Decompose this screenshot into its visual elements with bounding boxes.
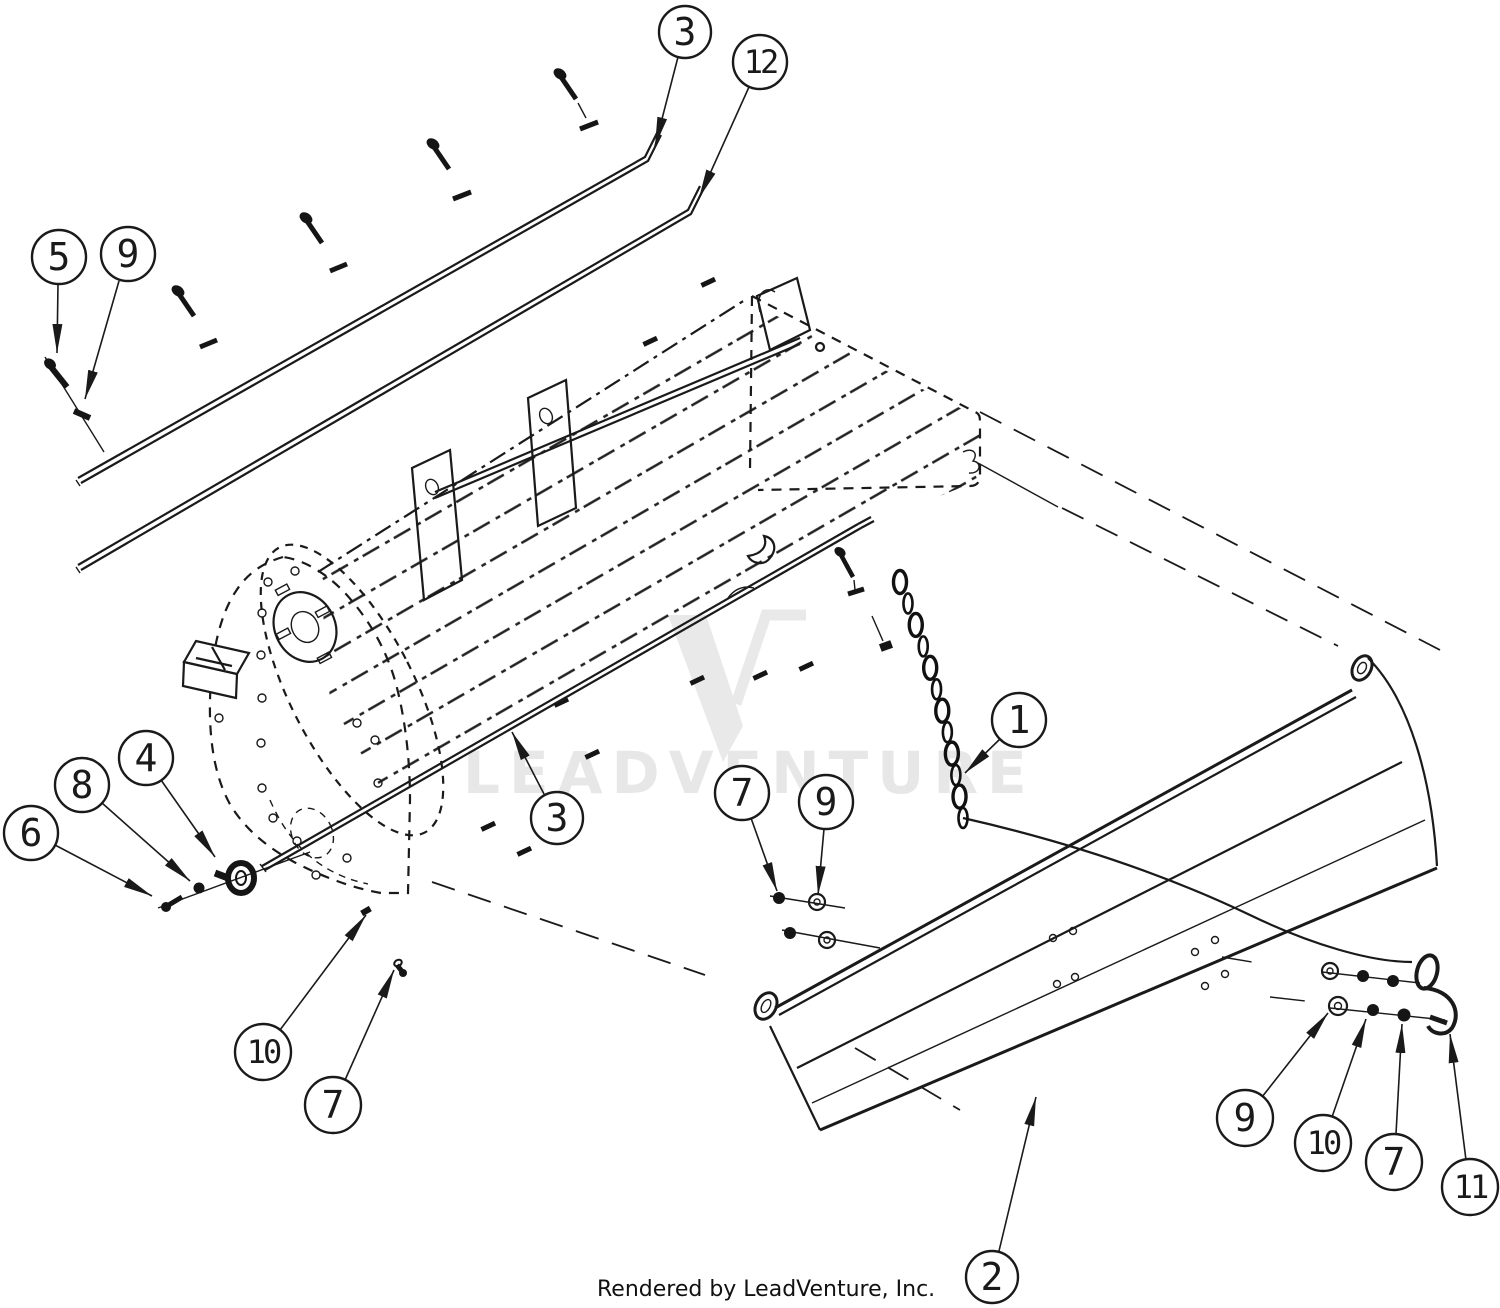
clevis-pin-and-washer	[44, 356, 105, 453]
chain	[891, 568, 969, 830]
chain-link	[943, 740, 961, 767]
chain-link	[891, 568, 909, 596]
balloon-3-mid[interactable]	[529, 790, 585, 846]
chain-link	[934, 697, 951, 724]
chain-link	[917, 635, 930, 658]
balloon-11[interactable]	[1440, 1157, 1500, 1217]
right-side-plate	[748, 295, 982, 492]
balloon-7-left[interactable]	[303, 1075, 363, 1135]
leadventure-v-logo	[668, 615, 743, 762]
balloon-2-label[interactable]: 2	[981, 1255, 1004, 1299]
balloon-12-label[interactable]: 12	[744, 43, 780, 81]
balloon-9-right-label[interactable]: 9	[1234, 1096, 1257, 1140]
chain-link	[930, 677, 943, 701]
channel-braces	[410, 276, 812, 602]
callout-leader-8	[101, 802, 191, 882]
chain-link	[921, 654, 939, 682]
balloon-7-left-label[interactable]: 7	[322, 1083, 345, 1127]
balloon-9-mid[interactable]	[797, 773, 855, 831]
balloon-6[interactable]	[2, 804, 60, 862]
shield-fastener-rows	[1221, 956, 1446, 1022]
left-side-plate	[208, 555, 412, 895]
callout-leader-3	[511, 731, 545, 795]
plate-clip	[962, 449, 980, 474]
callout-leader-12	[698, 86, 750, 199]
chain-link	[957, 806, 969, 830]
callout-leader-11	[1448, 1033, 1467, 1161]
reel-hub	[272, 583, 338, 665]
balloon-2[interactable]	[964, 1249, 1020, 1305]
balloon-3-mid-label[interactable]: 3	[546, 796, 569, 840]
balloon-6-label[interactable]: 6	[20, 811, 43, 855]
balloon-3-top[interactable]	[657, 4, 713, 60]
balloon-10-right[interactable]	[1293, 1113, 1353, 1173]
balloon-1[interactable]	[990, 691, 1048, 749]
balloon-7-mid-label[interactable]: 7	[731, 771, 754, 815]
callout-leader-7	[1395, 1023, 1406, 1135]
support-rod	[962, 816, 1413, 964]
balloon-5[interactable]	[30, 228, 88, 286]
alignment-lines	[431, 411, 1441, 1111]
balloon-4[interactable]	[117, 729, 175, 787]
balloon-8-label[interactable]: 8	[71, 763, 94, 807]
blade-screw-and-nut	[834, 546, 894, 652]
chain-link	[951, 783, 968, 810]
callout-leader-7	[344, 969, 395, 1081]
reel-drum-hatch	[320, 300, 980, 800]
balloon-10-left[interactable]	[233, 1022, 293, 1082]
chain-link	[907, 611, 924, 639]
callout-leader-10	[279, 914, 367, 1031]
balloon-9-right[interactable]	[1215, 1088, 1275, 1148]
flat-washer	[193, 882, 205, 894]
reel-assembly	[181, 276, 1059, 895]
mid-fastener-rows	[769, 892, 881, 950]
callout-leader-2	[998, 1096, 1037, 1252]
balloon-9-top-label[interactable]: 9	[117, 232, 140, 276]
balloon-12[interactable]	[731, 33, 789, 91]
callout-leader-1	[964, 738, 1001, 774]
chain-link	[902, 592, 914, 615]
callout-leader-10	[1331, 1018, 1367, 1118]
callout-leader-9	[815, 828, 826, 896]
shield-tube-ends	[753, 654, 1374, 1021]
gearbox-bracket	[181, 639, 251, 700]
balloon-3-top-label[interactable]: 3	[674, 10, 697, 54]
balloon-4-label[interactable]: 4	[135, 736, 158, 780]
balloon-10-right-label[interactable]: 10	[1307, 1124, 1344, 1162]
balloon-5-label[interactable]: 5	[48, 235, 71, 279]
plate-holes	[214, 566, 383, 880]
callout-leader-3	[654, 56, 679, 147]
balloon-9-mid-label[interactable]: 9	[815, 780, 838, 824]
balloon-7-right-label[interactable]: 7	[1383, 1140, 1406, 1184]
left-hardware	[157, 851, 407, 977]
callout-leader-5	[52, 283, 63, 354]
j-hook	[1414, 953, 1458, 1036]
balloon-1-label[interactable]: 1	[1008, 698, 1031, 742]
chain-link	[941, 720, 954, 744]
blade-bar-mid	[259, 516, 875, 873]
leadventure-v-logo-outline	[730, 609, 806, 706]
bolt-pin	[360, 905, 372, 917]
callout-leader-9	[1261, 1012, 1329, 1098]
balloon-7-right[interactable]	[1364, 1132, 1424, 1192]
balloon-10-left-label[interactable]: 10	[247, 1033, 284, 1071]
footer-credit: Rendered by LeadVenture, Inc.	[597, 1277, 935, 1302]
callout-leader-9	[84, 280, 120, 400]
deflector-shield	[753, 654, 1458, 1132]
callout-leader-7	[750, 817, 778, 892]
balloon-7-mid[interactable]	[713, 764, 771, 822]
carriage-screws-top	[171, 68, 599, 350]
callout-leader-4	[160, 779, 216, 858]
shield-holes	[1048, 926, 1230, 991]
balloon-11-label[interactable]: 11	[1454, 1168, 1491, 1206]
callout-leader-6	[54, 844, 153, 897]
balloon-8[interactable]	[53, 756, 111, 814]
slot-ticks	[480, 276, 815, 857]
balloon-9-top[interactable]	[99, 225, 157, 283]
